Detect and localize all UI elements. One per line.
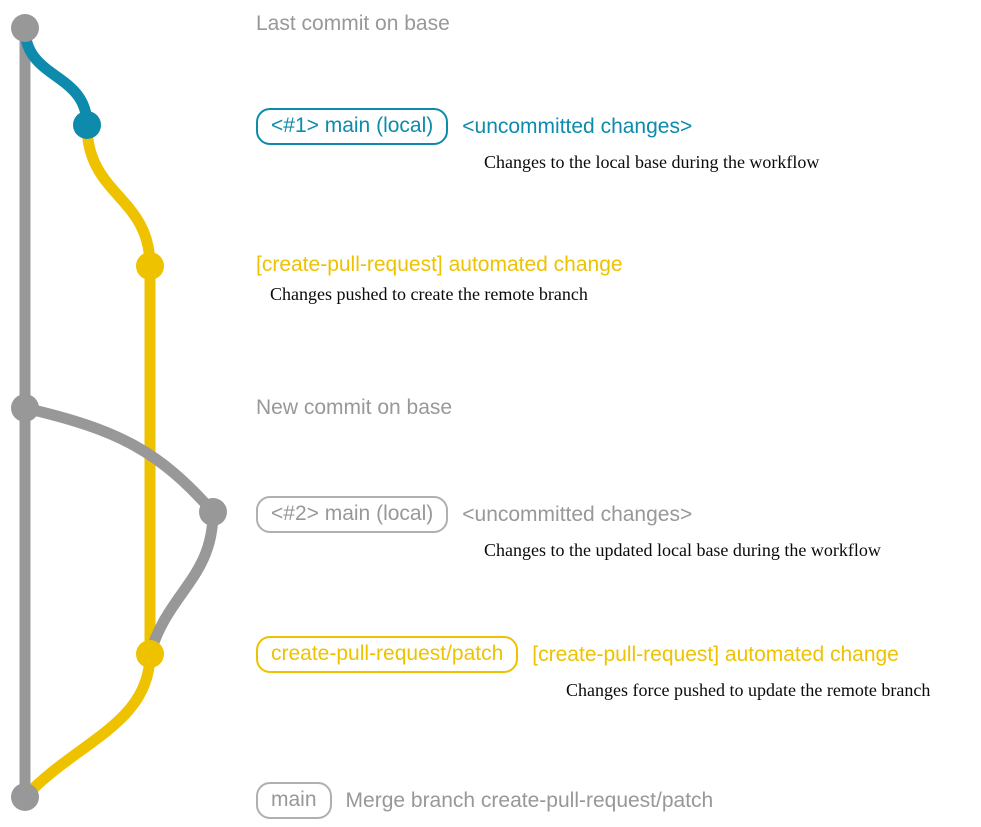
commit-node-automated-change-1[interactable] <box>136 252 164 280</box>
edge-patch2-to-main <box>19 648 156 803</box>
annotation-headline: Merge branch create-pull-request/patch <box>345 788 714 812</box>
branch-badge-create-pull-request-patch[interactable]: create-pull-request/patch <box>256 636 519 674</box>
annotation-subtext: Changes pushed to create the remote bran… <box>270 284 588 305</box>
commit-node-last-commit-on-base[interactable] <box>11 14 39 42</box>
annotation-local-2: <#2> main (local) <uncommitted changes> … <box>256 496 881 562</box>
annotation-headline: <uncommitted changes> <box>462 502 693 526</box>
commit-node-automated-change-2[interactable] <box>136 640 164 668</box>
annotation-headline: [create-pull-request] automated change <box>532 642 899 666</box>
edge-local1-to-patch1 <box>81 119 156 272</box>
annotation-subtext: Changes to the local base during the wor… <box>484 152 820 173</box>
edge-local2-to-patch2 <box>144 506 219 660</box>
annotation-last-commit-on-base: Last commit on base <box>256 12 450 36</box>
annotation-headline: New commit on base <box>256 396 453 419</box>
annotation-automated-change-2: create-pull-request/patch [create-pull-r… <box>256 636 930 702</box>
annotation-local-1: <#1> main (local) <uncommitted changes> … <box>256 108 819 174</box>
annotation-subtext: Changes force pushed to update the remot… <box>566 680 931 701</box>
annotation-merge-main: main Merge branch create-pull-request/pa… <box>256 782 714 820</box>
branch-badge-local-1[interactable]: <#1> main (local) <box>256 108 449 146</box>
annotation-headline: <uncommitted changes> <box>462 114 693 138</box>
annotation-subtext: Changes to the updated local base during… <box>484 540 881 561</box>
commit-node-local-1[interactable] <box>73 111 101 139</box>
edge-base2-to-local2 <box>19 402 219 518</box>
annotation-automated-change-1: [create-pull-request] automated change C… <box>256 252 623 306</box>
annotation-headline: Last commit on base <box>256 12 450 35</box>
branch-badge-local-2[interactable]: <#2> main (local) <box>256 496 449 534</box>
branch-badge-main[interactable]: main <box>256 782 332 820</box>
annotation-new-commit-on-base: New commit on base <box>256 396 452 420</box>
edge-base-to-local1 <box>19 22 93 131</box>
commit-node-new-commit-on-base[interactable] <box>11 394 39 422</box>
annotation-headline: [create-pull-request] automated change <box>256 253 623 276</box>
commit-node-local-2[interactable] <box>199 498 227 526</box>
commit-node-merge-main[interactable] <box>11 783 39 811</box>
